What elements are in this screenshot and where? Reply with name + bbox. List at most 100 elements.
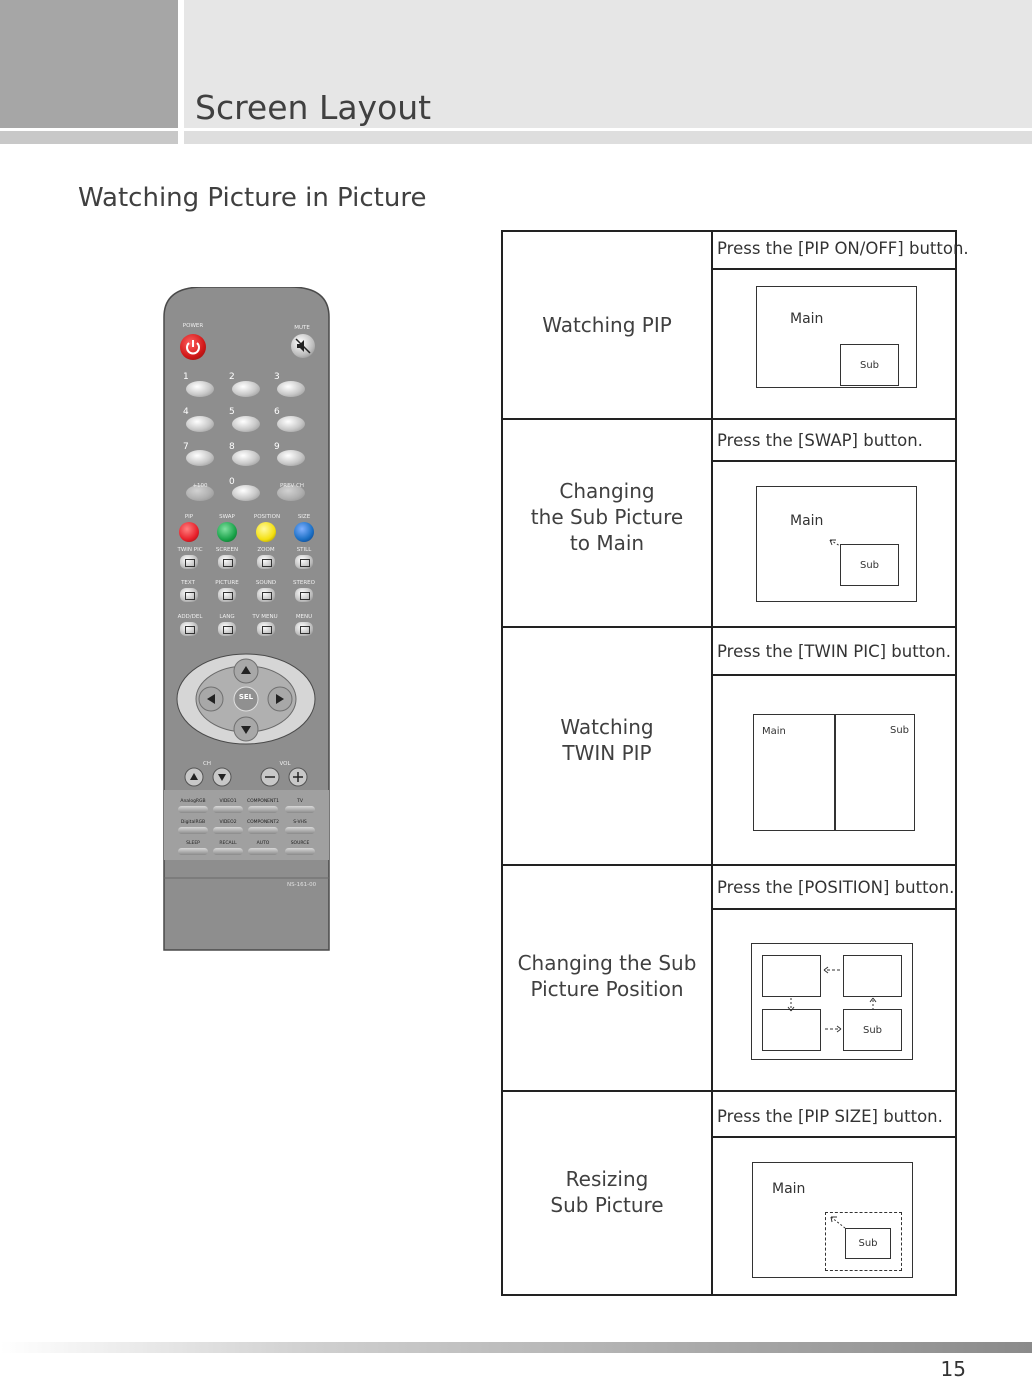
prev-ch-button[interactable] (277, 485, 305, 501)
row-label-position: Changing the Sub Picture Position (503, 950, 711, 1002)
power-button[interactable] (180, 334, 206, 360)
page-title: Screen Layout (195, 88, 431, 127)
position-cycle-arrows-icon (752, 944, 914, 1061)
instruction-position: Press the [POSITION] button. (717, 878, 954, 897)
s-vhs-label: S-VHS (293, 820, 307, 825)
sleep-button[interactable] (178, 848, 208, 855)
main-label: Main (762, 726, 786, 737)
row-label-line: Watching (503, 714, 711, 740)
pip-button[interactable] (179, 522, 199, 542)
swap-button[interactable] (217, 522, 237, 542)
analog-rgb-button[interactable] (178, 806, 208, 813)
pip-label: PIP (185, 514, 193, 520)
twin-pic-button[interactable] (180, 555, 198, 569)
digit-label-9: 9 (274, 442, 280, 452)
menu-button[interactable] (295, 622, 313, 636)
digit-label-2: 2 (229, 372, 235, 382)
digit-button-9[interactable] (277, 450, 305, 466)
recall-label: RECALL (219, 841, 236, 846)
still-button[interactable] (295, 555, 313, 569)
menu-label: MENU (296, 614, 312, 620)
row-label-twin-pip: Watching TWIN PIP (503, 714, 711, 766)
plus100-button[interactable] (186, 485, 214, 501)
instruction-divider (712, 1136, 957, 1138)
row-label-line: Changing the Sub (503, 950, 711, 976)
instruction-twin-pic: Press the [TWIN PIC] button. (717, 642, 951, 661)
row-label-swap: Changing the Sub Picture to Main (503, 478, 711, 556)
screen-button[interactable] (218, 555, 236, 569)
instruction-pip-on-off: Press the [PIP ON/OFF] button. (717, 239, 969, 258)
position-label: POSITION (254, 514, 280, 520)
lang-button[interactable] (218, 622, 236, 636)
digit-button-1[interactable] (186, 381, 214, 397)
digit-button-5[interactable] (232, 416, 260, 432)
digit-label-5: 5 (229, 407, 235, 417)
picture-button[interactable] (218, 588, 236, 602)
mute-icon (291, 334, 315, 358)
twin-divider (834, 715, 836, 830)
size-button[interactable] (294, 522, 314, 542)
main-label: Main (772, 1181, 805, 1197)
sub-label: Sub (860, 360, 879, 371)
digit-button-4[interactable] (186, 416, 214, 432)
stereo-button[interactable] (295, 588, 313, 602)
instruction-swap: Press the [SWAP] button. (717, 431, 923, 450)
instruction-divider (712, 674, 957, 676)
sub-picture: Sub (845, 1228, 891, 1259)
remote-control: POWER MUTE 1 2 3 4 5 6 7 8 9 0 +100 PREV… (163, 287, 330, 952)
row-label-line: Picture Position (503, 976, 711, 1002)
still-label: STILL (297, 547, 312, 553)
digit-label-0: 0 (229, 477, 235, 487)
column-divider (711, 232, 713, 1294)
row-label-line: Changing (503, 478, 711, 504)
sound-label: SOUND (256, 580, 276, 586)
ch-label: CH (203, 761, 211, 767)
lang-label: LANG (219, 614, 234, 620)
digit-button-3[interactable] (277, 381, 305, 397)
zoom-label: ZOOM (257, 547, 274, 553)
source-button[interactable] (285, 848, 315, 855)
video1-button[interactable] (213, 806, 243, 813)
row-divider (503, 1090, 955, 1092)
video2-label: VIDEO2 (219, 820, 236, 825)
digit-button-0[interactable] (232, 485, 260, 501)
mute-button[interactable] (291, 334, 315, 358)
instruction-pip-size: Press the [PIP SIZE] button. (717, 1107, 943, 1126)
main-label: Main (790, 311, 823, 327)
digit-label-7: 7 (183, 442, 189, 452)
digit-button-7[interactable] (186, 450, 214, 466)
sound-button[interactable] (257, 588, 275, 602)
sel-button[interactable]: SEL (235, 693, 257, 701)
auto-label: AUTO (257, 841, 270, 846)
text-button[interactable] (180, 588, 198, 602)
vol-label: VOL (279, 761, 290, 767)
s-vhs-button[interactable] (285, 827, 315, 834)
auto-button[interactable] (248, 848, 278, 855)
video1-label: VIDEO1 (219, 799, 236, 804)
component2-button[interactable] (248, 827, 278, 834)
sub-label: Sub (858, 1238, 877, 1249)
digit-button-8[interactable] (232, 450, 260, 466)
digit-button-2[interactable] (232, 381, 260, 397)
screen-diagram-position: Sub (751, 943, 913, 1060)
screen-diagram-resize: Main Sub (752, 1162, 913, 1278)
add-del-label: ADD/DEL (178, 614, 203, 620)
tv-button[interactable] (285, 806, 315, 813)
sub-label: Sub (860, 560, 879, 571)
video2-button[interactable] (213, 827, 243, 834)
digit-button-6[interactable] (277, 416, 305, 432)
zoom-button[interactable] (257, 555, 275, 569)
row-label-resize: Resizing Sub Picture (503, 1166, 711, 1218)
digital-rgb-button[interactable] (178, 827, 208, 834)
screen-label: SCREEN (216, 547, 238, 553)
component1-button[interactable] (248, 806, 278, 813)
section-title: Watching Picture in Picture (78, 183, 426, 213)
tv-menu-button[interactable] (257, 622, 275, 636)
row-divider (503, 864, 955, 866)
add-del-button[interactable] (180, 622, 198, 636)
screen-diagram-pip: Main Sub (756, 286, 917, 388)
position-button[interactable] (256, 522, 276, 542)
swap-label: SWAP (219, 514, 235, 520)
model-number: NS-161-00 (287, 882, 316, 888)
recall-button[interactable] (213, 848, 243, 855)
